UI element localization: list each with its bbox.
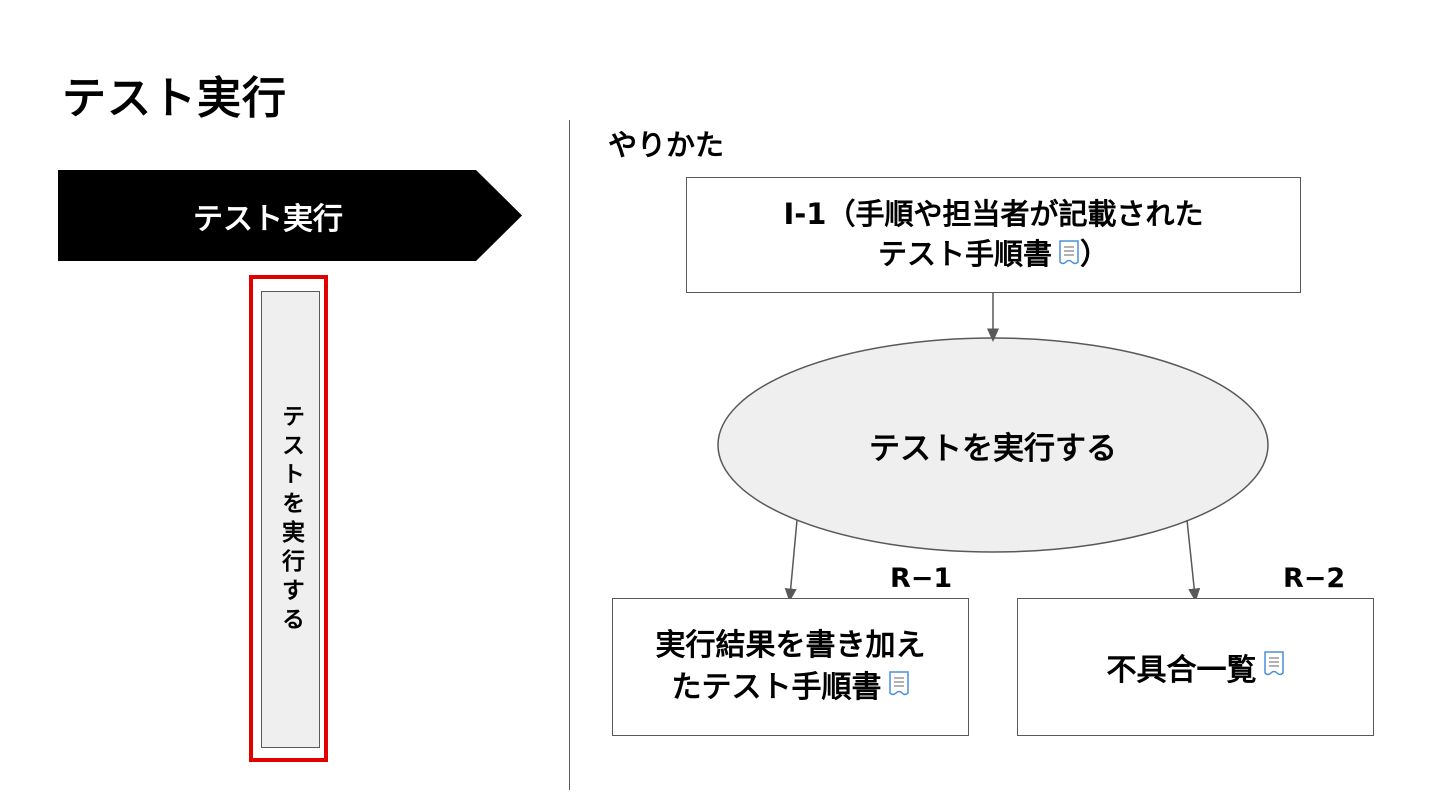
process-label: テストを実行する [869,430,1117,467]
arrow-process-to-r2 [1186,519,1201,602]
result-box-r2[interactable]: 不具合一覧 [1017,598,1374,736]
step-label: テストを実行する [277,403,304,636]
input-line2-row: テスト手順書 ） [783,234,1203,276]
input-line1: I-1（手順や担当者が記載された [783,197,1204,231]
result-r1-line2: たテスト手順書 [671,669,882,705]
result-r2-line1: 不具合一覧 [1106,653,1257,688]
result-id-r1: R−1 [890,563,953,594]
input-line2: テスト手順書 [877,237,1052,271]
step-highlight-frame [249,275,328,762]
arrow-process-to-r1 [784,519,798,602]
input-box[interactable]: I-1（手順や担当者が記載された テスト手順書 ） [686,177,1301,293]
result-r1-line1: 実行結果を書き加え [655,627,926,663]
input-suffix: ） [1079,237,1109,271]
result-box-r1[interactable]: 実行結果を書き加え たテスト手順書 [612,598,969,736]
result-r1-line2-row: たテスト手順書 [656,667,926,710]
arrow-shape [58,170,522,261]
page-title: テスト実行 [62,73,287,124]
phase-label: テスト実行 [193,201,343,237]
how-heading: やりかた [608,128,725,162]
section-divider [569,120,570,790]
document-icon [1058,236,1080,276]
document-icon [888,667,910,709]
step-bar[interactable]: テストを実行する [261,291,320,748]
document-icon [1263,650,1285,685]
result-id-r2: R−2 [1283,563,1346,594]
phase-arrow-banner: テスト実行 [58,170,524,261]
